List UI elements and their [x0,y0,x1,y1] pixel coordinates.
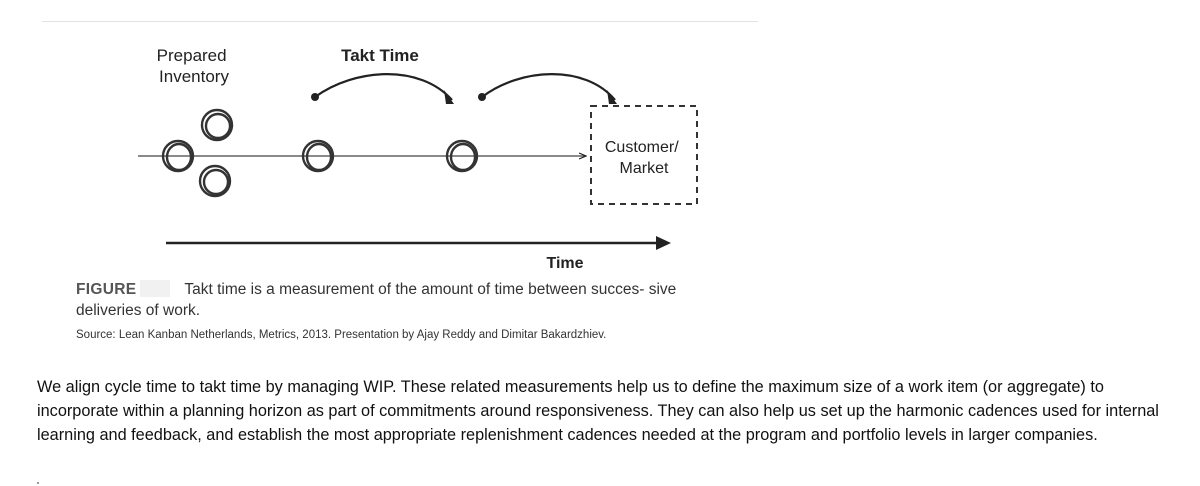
figure-source: Source: Lean Kanban Netherlands, Metrics… [76,329,607,341]
takt-time-figure: Prepared Inventory Takt Time Customer/ M… [138,46,698,270]
customer-market-label: Customer/ Market [605,139,683,177]
prepared-inventory-label: Prepared Inventory [157,46,232,86]
time-axis-label: Time [546,255,583,270]
inventory-circles [161,108,479,198]
figure-number-placeholder [140,280,171,297]
takt-time-label: Takt Time [341,46,419,65]
bottom-dot [37,482,39,484]
takt-arrows [311,73,617,104]
figure-label: FIGURE [76,281,137,298]
customer-market-box [590,105,698,205]
body-paragraph: We align cycle time to takt time by mana… [37,378,1159,444]
caption-text: Takt time is a measurement of the amount… [76,281,677,319]
top-divider [42,21,758,22]
